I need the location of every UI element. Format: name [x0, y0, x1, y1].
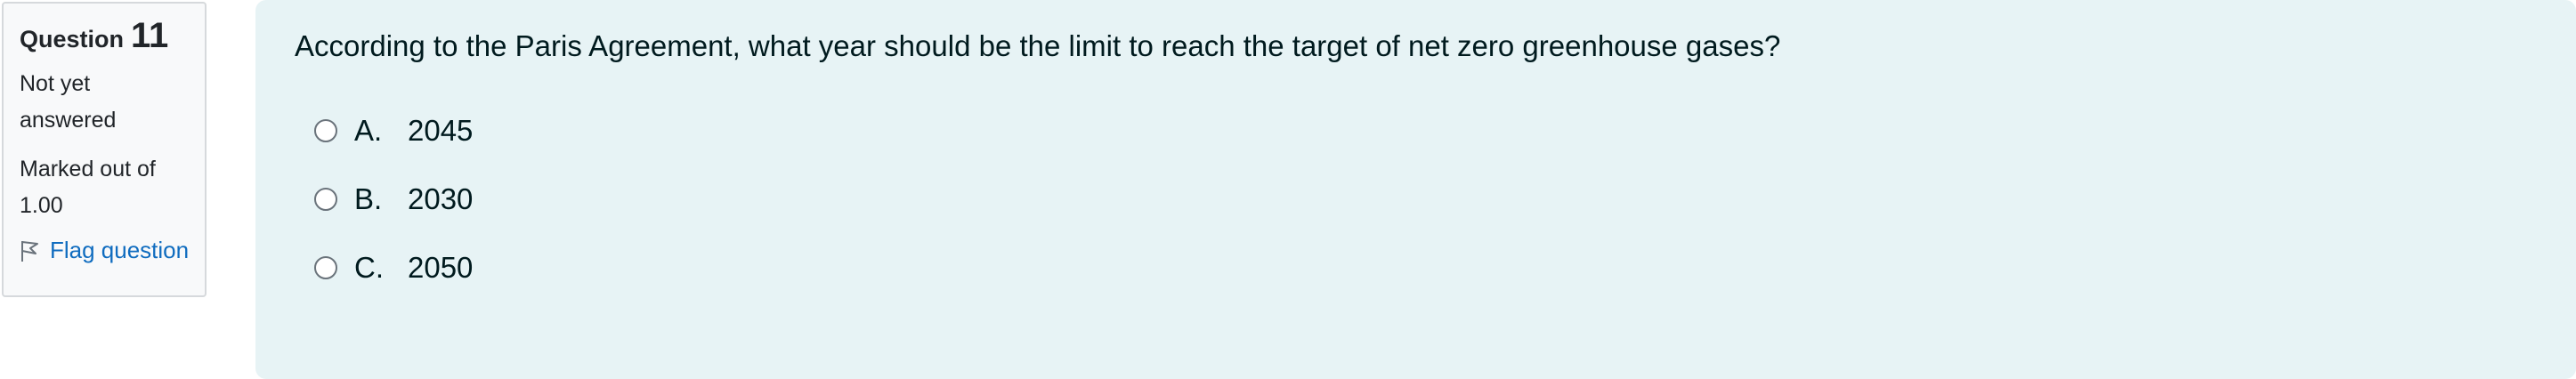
question-info-panel: Question 11 Not yet answered Marked out …: [2, 2, 207, 297]
question-heading: Question 11: [20, 16, 190, 57]
question-grade-line-1: Marked out of: [20, 157, 156, 181]
question-state: Not yet answered: [20, 66, 190, 139]
question-formulation: According to the Paris Agreement, what y…: [255, 0, 2576, 379]
answer-value[interactable]: 2050: [408, 250, 474, 284]
answer-option-b[interactable]: B. 2030: [295, 165, 2537, 233]
question-number: 11: [131, 16, 169, 55]
answer-letter: C.: [354, 250, 384, 284]
radio-button-c[interactable]: [314, 255, 337, 279]
question-state-line-2: answered: [20, 108, 117, 133]
answer-option-a[interactable]: A. 2045: [295, 96, 2537, 165]
question-state-line-1: Not yet: [20, 71, 91, 96]
answer-value[interactable]: 2045: [408, 113, 474, 147]
answer-letter: A.: [354, 113, 383, 147]
question-grade-line-2: 1.00: [20, 193, 63, 218]
radio-button-b[interactable]: [314, 187, 337, 211]
flag-question-link[interactable]: Flag question: [20, 237, 190, 264]
answer-value[interactable]: 2030: [408, 181, 474, 215]
flag-question-label: Flag question: [50, 237, 190, 263]
radio-button-a[interactable]: [314, 118, 337, 142]
answer-letter: B.: [354, 181, 383, 215]
question-label: Question: [20, 26, 125, 52]
answer-list: A. 2045 B. 2030 C. 2050: [295, 96, 2537, 302]
answer-option-c[interactable]: C. 2050: [295, 233, 2537, 302]
question-grade: Marked out of 1.00: [20, 151, 190, 224]
flag-icon: [21, 240, 38, 262]
question-text: According to the Paris Agreement, what y…: [295, 29, 1781, 62]
